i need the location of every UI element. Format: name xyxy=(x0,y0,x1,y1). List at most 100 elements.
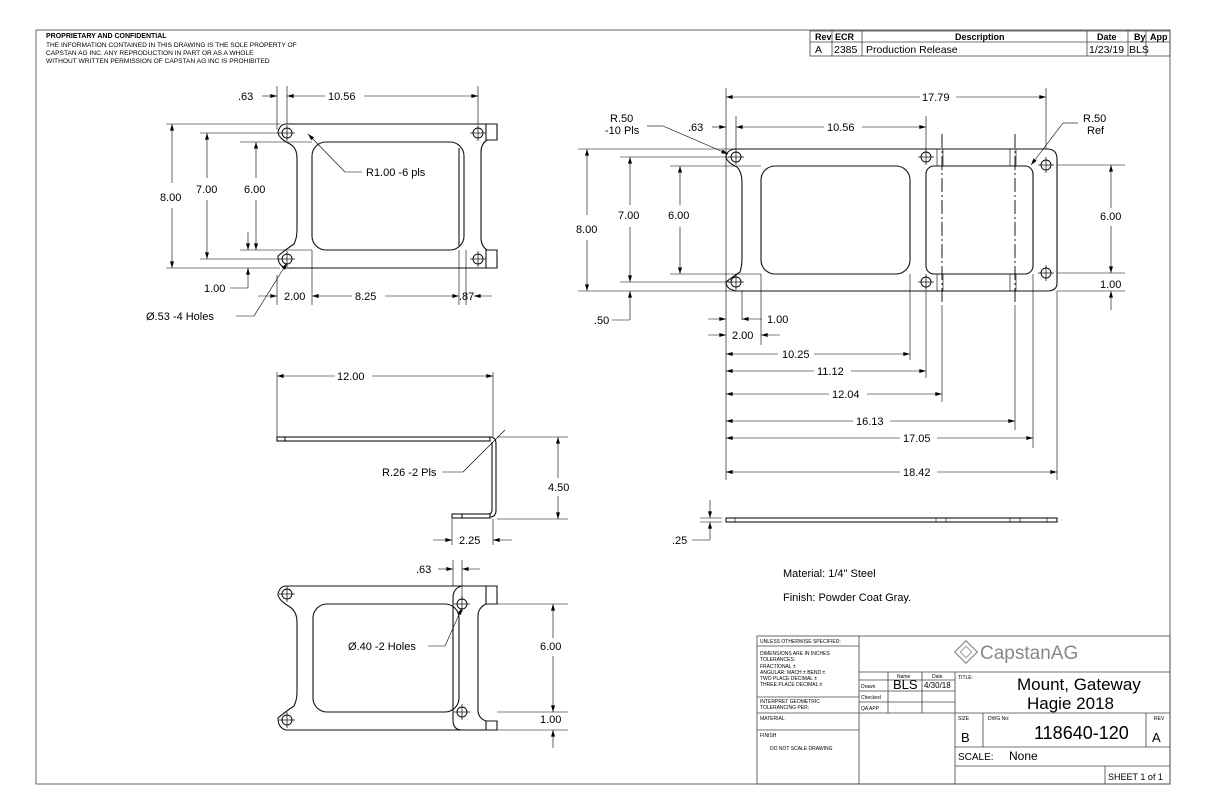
view-flat-pattern: 17.79 .63 10.56 8.00 7.00 6.00 .50 1.00 … xyxy=(576,88,1125,547)
drawn-label: Drawn xyxy=(861,684,876,690)
radius-callout: -10 Pls xyxy=(605,125,640,137)
ecr-header: ECR xyxy=(835,32,855,42)
date-header: Date xyxy=(932,674,943,680)
name-header: Name xyxy=(897,674,911,680)
dim-label: 8.00 xyxy=(576,224,597,236)
by-header: By xyxy=(1134,32,1146,42)
dim-label: 1.00 xyxy=(1100,279,1121,291)
view-top-left: .63 10.56 8.00 7.00 6.00 1.00 2.00 8.25 … xyxy=(146,86,498,323)
dim-label: 6.00 xyxy=(540,641,561,653)
hole-icon xyxy=(1037,264,1055,282)
dim-label: 7.00 xyxy=(196,184,217,196)
interpret-label: TOLERANCING PER: xyxy=(760,705,809,711)
rev-header: Rev xyxy=(815,32,832,42)
dim-label: 17.05 xyxy=(903,433,931,445)
dims-inches-label: DIMENSIONS ARE IN INCHES xyxy=(760,651,830,657)
radius-callout: R1.00 -6 pls xyxy=(366,167,426,179)
view-bottom-left: .63 6.00 1.00 Ø.40 -2 Holes xyxy=(277,560,568,748)
radius-callout: R.50 xyxy=(610,113,633,125)
holes-callout: Ø.53 -4 Holes xyxy=(146,311,214,323)
dim-label: 10.56 xyxy=(328,91,356,103)
dim-label: 10.56 xyxy=(827,122,855,134)
date-cell: 1/23/19 xyxy=(1089,44,1124,56)
title-block: UNLESS OTHERWISE SPECIFIED: DIMENSIONS A… xyxy=(756,635,1171,785)
tolerances-label: TOLERANCES: xyxy=(760,657,795,663)
drawn-name: BLS xyxy=(893,677,918,692)
dim-label: 8.00 xyxy=(160,192,181,204)
do-not-scale-label: DO NOT SCALE DRAWING xyxy=(770,746,833,752)
flange-top xyxy=(276,436,491,442)
hole-icon xyxy=(917,273,935,291)
drawing-title-line2: Hagie 2018 xyxy=(1027,694,1114,713)
dim-label: .63 xyxy=(416,564,431,576)
interpret-label: INTERPRET GEOMETRIC xyxy=(760,699,820,705)
scale-value: None xyxy=(1009,749,1038,763)
dim-label: 1.00 xyxy=(540,714,561,726)
dim-label: .25 xyxy=(672,535,687,547)
capstan-logo-icon xyxy=(953,639,979,665)
size-label: SIZE xyxy=(958,716,970,722)
dim-label: 11.12 xyxy=(817,366,844,378)
date-header: Date xyxy=(1097,32,1117,42)
dim-label: .50 xyxy=(594,315,609,327)
hole-icon xyxy=(917,148,935,166)
finish-note: Finish: Powder Coat Gray. xyxy=(783,592,911,604)
hole-icon xyxy=(278,711,296,729)
holes-callout: Ø.40 -2 Holes xyxy=(348,641,416,653)
revision-table: Rev ECR Description Date By App A 2385 P… xyxy=(809,30,1171,57)
rev-cell: A xyxy=(815,44,822,56)
notice-line: CAPSTAN AG INC. ANY REPRODUCTION IN PART… xyxy=(46,50,254,57)
notice-line: THE INFORMATION CONTAINED IN THIS DRAWIN… xyxy=(46,42,297,49)
dim-label: .87 xyxy=(459,291,474,303)
three-place-label: THREE PLACE DECIMAL ± xyxy=(760,682,823,688)
dim-label: 4.50 xyxy=(548,482,569,494)
drawing-title-line1: Mount, Gateway xyxy=(1017,675,1141,694)
title-label: TITLE: xyxy=(958,675,973,681)
rev-value: A xyxy=(1152,730,1161,745)
app-header: App xyxy=(1150,32,1168,42)
sheet-border xyxy=(35,29,1171,785)
drawn-date: 4/30/18 xyxy=(924,681,951,690)
sheet-number: SHEET 1 of 1 xyxy=(1108,772,1163,782)
dim-label: 2.00 xyxy=(284,291,305,303)
dim-label: 12.00 xyxy=(337,371,365,383)
notice-title: PROPRIETARY AND CONFIDENTIAL xyxy=(46,33,167,40)
rev-label: REV xyxy=(1154,716,1165,722)
radius-callout: R.50 xyxy=(1083,113,1106,125)
fractional-label: FRACTIONAL ± xyxy=(760,664,796,670)
size-value: B xyxy=(961,730,970,745)
dim-label: 2.00 xyxy=(732,330,753,342)
hole-icon xyxy=(278,585,296,603)
hole-icon xyxy=(1037,156,1055,174)
checked-label: Checked xyxy=(861,695,881,701)
two-place-label: TWO PLACE DECIMAL ± xyxy=(760,676,817,682)
dim-label: 10.25 xyxy=(782,349,810,361)
finish-label: FINISH xyxy=(760,733,777,739)
angular-label: ANGULAR: MACH ± BEND ± xyxy=(760,670,825,676)
notice-line: WITHOUT WRITTEN PERMISSION OF CAPSTAN AG… xyxy=(46,58,270,65)
dim-label: 7.00 xyxy=(618,210,639,222)
dim-label: 1.00 xyxy=(204,283,225,295)
material-note: Material: 1/4" Steel xyxy=(783,568,876,580)
qa-label: QA APP xyxy=(861,706,880,712)
dim-label: 6.00 xyxy=(668,210,689,222)
dim-label: 18.42 xyxy=(903,467,931,479)
scale-label: SCALE: xyxy=(958,752,994,763)
dim-label: .63 xyxy=(238,91,253,103)
material-label: MATERIAL xyxy=(760,716,785,722)
window-cutout xyxy=(311,141,465,251)
dwg-no: 118640-120 xyxy=(1034,723,1129,743)
dim-label: .63 xyxy=(688,122,703,134)
dwg-no-label: DWG No: xyxy=(988,716,1009,722)
description-header: Description xyxy=(955,32,1005,42)
dim-label: 1.00 xyxy=(767,314,788,326)
ecr-cell: 2385 xyxy=(834,44,858,56)
dim-label: 2.25 xyxy=(459,535,480,547)
radius-callout: R.26 -2 Pls xyxy=(382,467,437,479)
dim-label: 16.13 xyxy=(856,416,884,428)
dim-label: 6.00 xyxy=(244,184,265,196)
hole-icon xyxy=(469,124,487,142)
dim-label: 6.00 xyxy=(1100,211,1121,223)
proprietary-notice: PROPRIETARY AND CONFIDENTIAL THE INFORMA… xyxy=(46,33,297,65)
